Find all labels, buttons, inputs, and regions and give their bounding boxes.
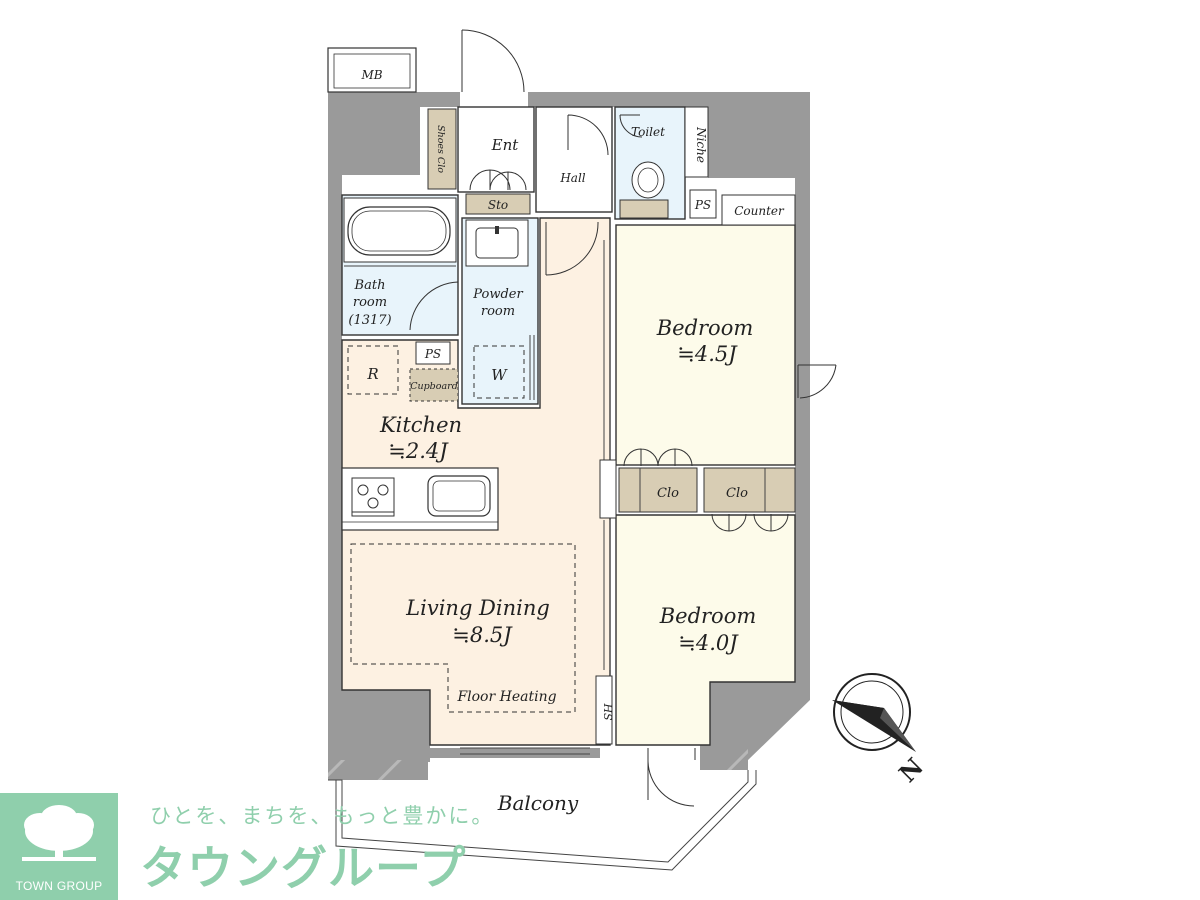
counter-label: Counter [734,204,785,218]
shoes-closet-label: Shoes Clo [435,125,446,173]
brand-name: タウングループ [140,841,467,895]
sliding-partition [599,240,617,670]
washer-label: W [491,366,508,384]
living-dining-label: Living Dining [405,596,550,620]
bedroom-2-label: Bedroom [659,604,757,628]
bath-label-1: Bath [354,278,386,293]
niche-label: Niche [694,126,708,163]
counter [721,194,796,226]
hs-box [595,675,613,745]
town-group-logo: TOWN GROUP [0,793,118,900]
north-label: N [893,752,929,788]
hall-floor [535,106,613,213]
outer-walls [328,92,810,780]
storage-label: Sto [488,198,508,212]
closet-1 [618,448,698,513]
ps-top [689,189,717,219]
balcony-windows [460,747,590,755]
refrigerator-space [347,345,399,395]
kitchen-label: Kitchen [379,413,462,437]
refrigerator-label: R [366,365,378,383]
powder-label-2: room [481,304,515,319]
bedroom-2-size: ≒4.0J [678,631,739,655]
bedroom-1-size: ≒4.5J [677,342,738,366]
wash-basin [465,219,529,267]
closet-2-label: Clo [726,486,748,501]
logo-text: TOWN GROUP [15,879,103,893]
mb-label: MB [360,68,382,82]
hall-label: Hall [559,171,585,185]
bedroom-1-floor [615,224,796,466]
bedroom-1-label: Bedroom [656,316,754,340]
balcony-label: Balcony [497,791,579,815]
closet-1-label: Clo [657,486,679,501]
living-dining-size: ≒8.5J [452,623,513,647]
north-arrow-icon [832,673,916,752]
cupboard-label: Cupboard [410,381,458,392]
washer-space [473,345,525,399]
floor-heating-label: Floor Heating [456,689,556,705]
balcony [328,770,757,871]
ps-kitchen [415,341,451,365]
bath-label-3: (1317) [348,313,391,328]
entrance-door [461,29,525,93]
cupboard [409,368,459,402]
closet-2 [703,467,796,532]
ps-kitchen-label: PS [424,347,441,361]
powder-label-1: Powder [472,287,523,302]
ps-top-label: PS [694,198,711,212]
hs-label: HS [601,702,614,721]
tree-icon [22,805,96,861]
toilet-label: Toilet [631,125,665,139]
toilet-fixture [619,161,669,219]
bedroom-2-floor [615,514,796,746]
tagline: ひとを、まちを、もっと豊かに。 [150,804,495,828]
bathtub [343,197,457,263]
kitchen-counter [341,467,499,531]
entrance-label: Ent [491,136,520,154]
kitchen-size: ≒2.4J [388,439,449,463]
shoes-closet [427,108,457,190]
storage [465,193,531,215]
meter-box [327,47,417,93]
niche [684,106,709,178]
bath-label-2: room [353,295,387,310]
